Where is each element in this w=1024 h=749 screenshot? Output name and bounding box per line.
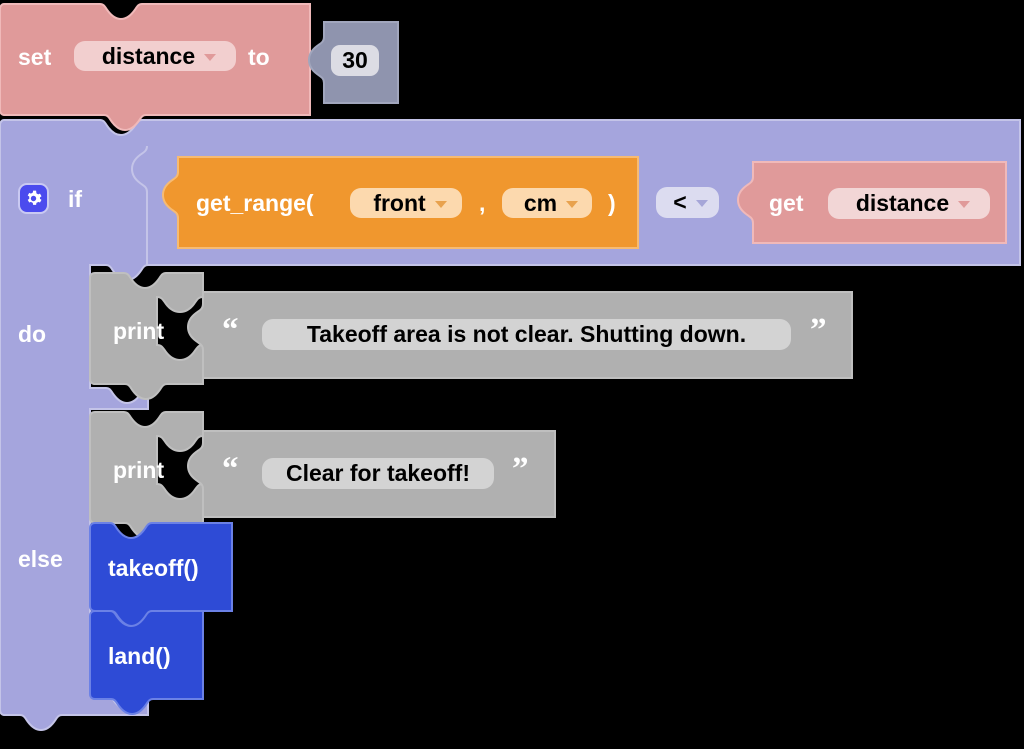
gear-glyph [27, 190, 42, 205]
if-condition-socket[interactable] [130, 145, 148, 265]
takeoff-label: takeoff() [108, 555, 199, 581]
chevron-down-icon [958, 201, 971, 208]
get-keyword-label: get [769, 190, 804, 216]
chevron-down-icon [566, 200, 579, 208]
print-block-1-shape[interactable] [89, 272, 204, 401]
land-label: land() [108, 643, 171, 669]
comparison-operator-dropdown[interactable]: < [656, 187, 719, 218]
print-text-value-1: Takeoff area is not clear. Shutting down… [306, 321, 747, 347]
print-text-input-2[interactable]: Clear for takeoff! [262, 458, 494, 489]
get-range-name-label: get_range( [196, 190, 314, 216]
get-range-comma-label: , [479, 190, 486, 216]
chevron-down-icon [434, 200, 447, 208]
do-label: do [18, 321, 47, 347]
gear-icon[interactable] [18, 183, 49, 214]
land-block-shape[interactable] [89, 610, 204, 716]
set-variable-dropdown[interactable]: distance [74, 41, 236, 71]
get-variable-name: distance [855, 190, 950, 216]
chevron-down-icon [204, 53, 217, 61]
else-label: else [18, 546, 63, 572]
get-range-direction-dropdown[interactable]: front [350, 188, 462, 218]
quote-close-icon-1: ” [810, 312, 827, 348]
quote-open-icon-1: “ [222, 312, 239, 348]
set-keyword-label: set [18, 44, 52, 70]
get-range-close-paren-label: ) [608, 190, 616, 216]
set-variable-name: distance [101, 42, 196, 69]
quote-open-icon-2: “ [222, 451, 239, 487]
get-range-direction-value: front [373, 189, 426, 216]
number-value: 30 [342, 47, 368, 73]
quote-close-icon-2: ” [512, 451, 529, 487]
print-text-input-1[interactable]: Takeoff area is not clear. Shutting down… [262, 319, 791, 350]
print-keyword-label-1: print [113, 318, 165, 344]
if-label: if [68, 186, 83, 212]
set-to-label: to [248, 44, 270, 70]
comparison-operator-value: < [673, 189, 687, 215]
chevron-down-icon [695, 200, 708, 207]
get-range-unit-dropdown[interactable]: cm [502, 188, 592, 218]
print-text-value-2: Clear for takeoff! [285, 460, 471, 486]
get-range-unit-value: cm [523, 189, 558, 216]
print-keyword-label-2: print [113, 457, 165, 483]
print-block-2-shape[interactable] [89, 411, 204, 540]
number-input-field[interactable]: 30 [331, 45, 379, 76]
get-variable-dropdown[interactable]: distance [828, 188, 990, 219]
